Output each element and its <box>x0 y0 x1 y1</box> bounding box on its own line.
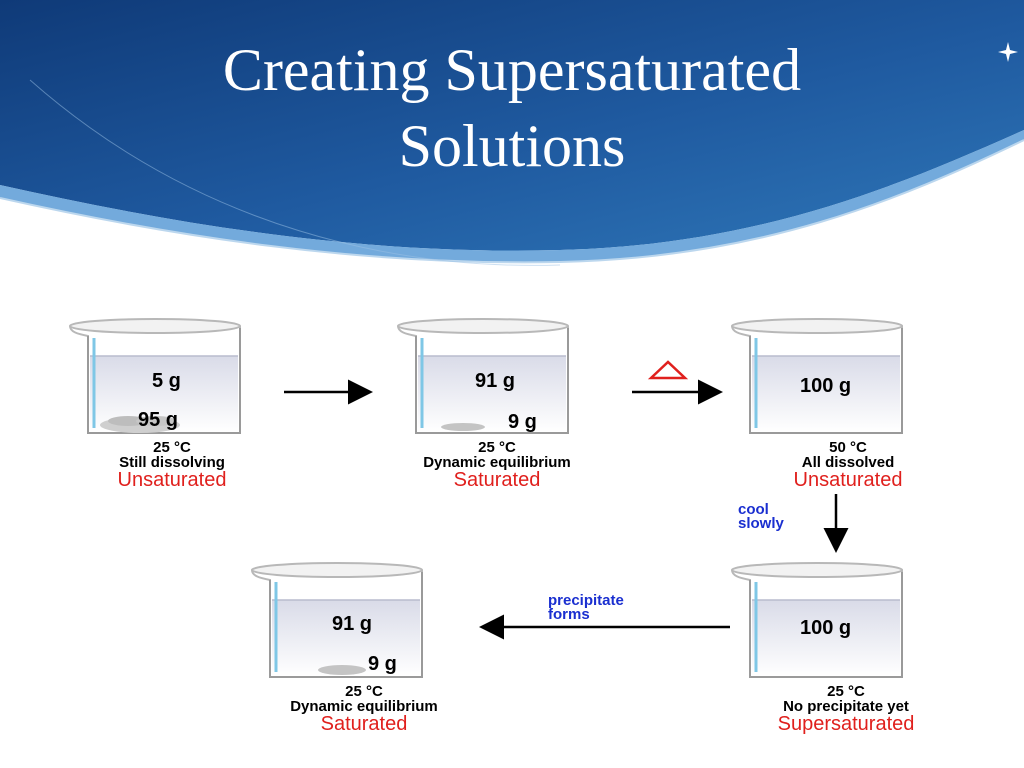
beaker-1-top-mass: 5 g <box>152 370 181 392</box>
beaker-5-state: Saturated <box>320 713 408 735</box>
beaker-3-caption: 50 °C All dissolved Unsaturated <box>698 440 998 490</box>
beaker-2-description: Dynamic equilibrium <box>423 454 571 471</box>
beaker-5-caption: 25 °C Dynamic equilibrium Saturated <box>214 684 514 734</box>
precip-line2: forms <box>548 606 590 623</box>
beaker-2 <box>396 317 570 435</box>
cool-line1: cool <box>738 501 769 518</box>
beaker-1-caption: 25 °C Still dissolving Unsaturated <box>22 440 322 490</box>
beaker-2-bottom-mass: 9 g <box>508 411 537 433</box>
beaker-2-caption: 25 °C Dynamic equilibrium Saturated <box>347 440 647 490</box>
slide-title-line1: Creating Supersaturated <box>222 37 802 103</box>
slide-title-line2: Solutions <box>398 113 626 179</box>
cool-slowly-note: cool slowly <box>738 501 784 532</box>
beaker-5 <box>250 561 424 679</box>
beaker-3-temperature: 50 °C <box>829 439 867 456</box>
triangle-heat-icon <box>647 360 689 380</box>
beaker-5-description: Dynamic equilibrium <box>290 698 438 715</box>
star-icon <box>998 42 1018 62</box>
beaker-5-top-mass: 91 g <box>332 613 373 635</box>
beaker-2-state: Saturated <box>453 469 541 491</box>
beaker-4-description: No precipitate yet <box>783 698 909 715</box>
beaker-1-state: Unsaturated <box>117 469 227 491</box>
beaker-4-state: Supersaturated <box>777 713 915 735</box>
beaker-3-top-mass: 100 g <box>800 375 852 397</box>
solid-pile <box>100 416 180 433</box>
cool-line2: slowly <box>738 515 784 532</box>
beaker-3-description: All dissolved <box>801 454 895 471</box>
precip-line1: precipitate <box>548 592 624 609</box>
header-banner <box>0 0 1024 266</box>
beaker-1-temperature: 25 °C <box>153 439 191 456</box>
beaker-4-top-mass: 100 g <box>800 617 852 639</box>
beaker-1 <box>68 317 242 435</box>
beaker-5-bottom-mass: 9 g <box>368 653 397 675</box>
beaker-2-temperature: 25 °C <box>478 439 516 456</box>
beaker-4-temperature: 25 °C <box>827 683 865 700</box>
solid-pile <box>441 423 485 431</box>
beaker-1-bottom-mass: 95 g <box>138 409 179 431</box>
beaker-5-temperature: 25 °C <box>345 683 383 700</box>
beaker-1-description: Still dissolving <box>119 454 225 471</box>
beaker-4-caption: 25 °C No precipitate yet Supersaturated <box>696 684 996 734</box>
solid-pile <box>318 665 366 675</box>
precipitate-forms-note: precipitate forms <box>548 592 624 623</box>
beaker-3-state: Unsaturated <box>793 469 903 491</box>
beaker-2-top-mass: 91 g <box>475 370 516 392</box>
